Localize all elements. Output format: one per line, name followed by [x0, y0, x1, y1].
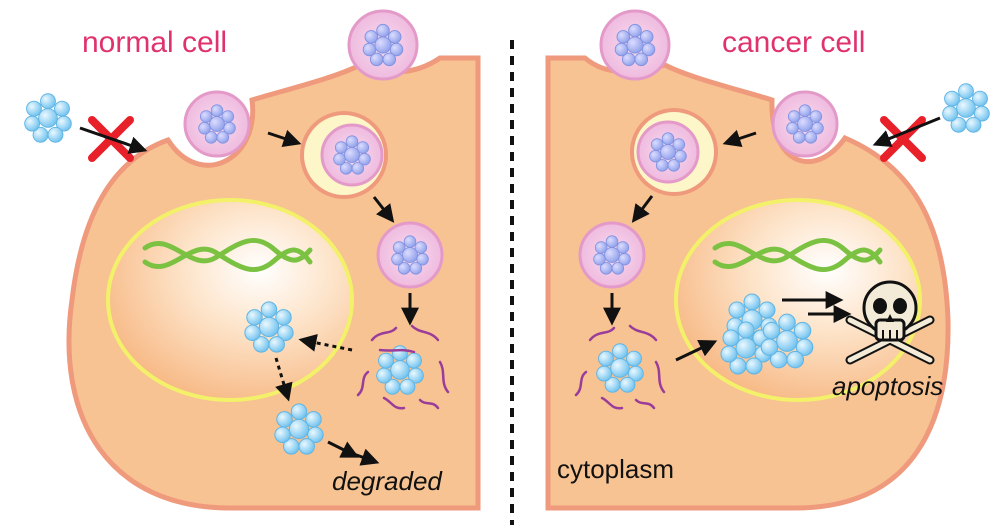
cancer-early-endosome	[630, 108, 718, 196]
late-vesicle	[376, 221, 444, 289]
cancer-lysosome	[574, 324, 666, 410]
normal-cell: normal cell degraded	[24, 9, 481, 511]
early-endosome	[300, 111, 388, 199]
skull-crossbones-icon	[845, 280, 935, 365]
cancer-dna	[712, 238, 883, 272]
cancer-cell-label: cancer cell	[722, 26, 865, 59]
cancer-late-vesicle	[578, 221, 646, 289]
cancer-vesicle-in-pit	[771, 90, 839, 158]
vesicle-budding-top	[347, 9, 419, 81]
cancer-vesicle-budding-top	[599, 9, 671, 81]
normal-dna	[142, 238, 313, 272]
cytoplasm-label: cytoplasm	[557, 454, 674, 484]
outside-nanoparticle-right	[942, 83, 990, 133]
cancer-cell: cancer cell apoptosis cytoplasm	[545, 9, 990, 511]
normal-nucleus	[106, 198, 354, 402]
vesicle-in-pit	[183, 90, 251, 158]
cancer-arrows	[603, 116, 941, 362]
apoptosis-label: apoptosis	[832, 371, 943, 401]
lysosome	[356, 324, 450, 410]
outside-nanoparticle-left	[24, 93, 72, 143]
degraded-label: degraded	[332, 466, 443, 496]
normal-arrows	[79, 126, 419, 466]
normal-cell-label: normal cell	[82, 26, 227, 59]
